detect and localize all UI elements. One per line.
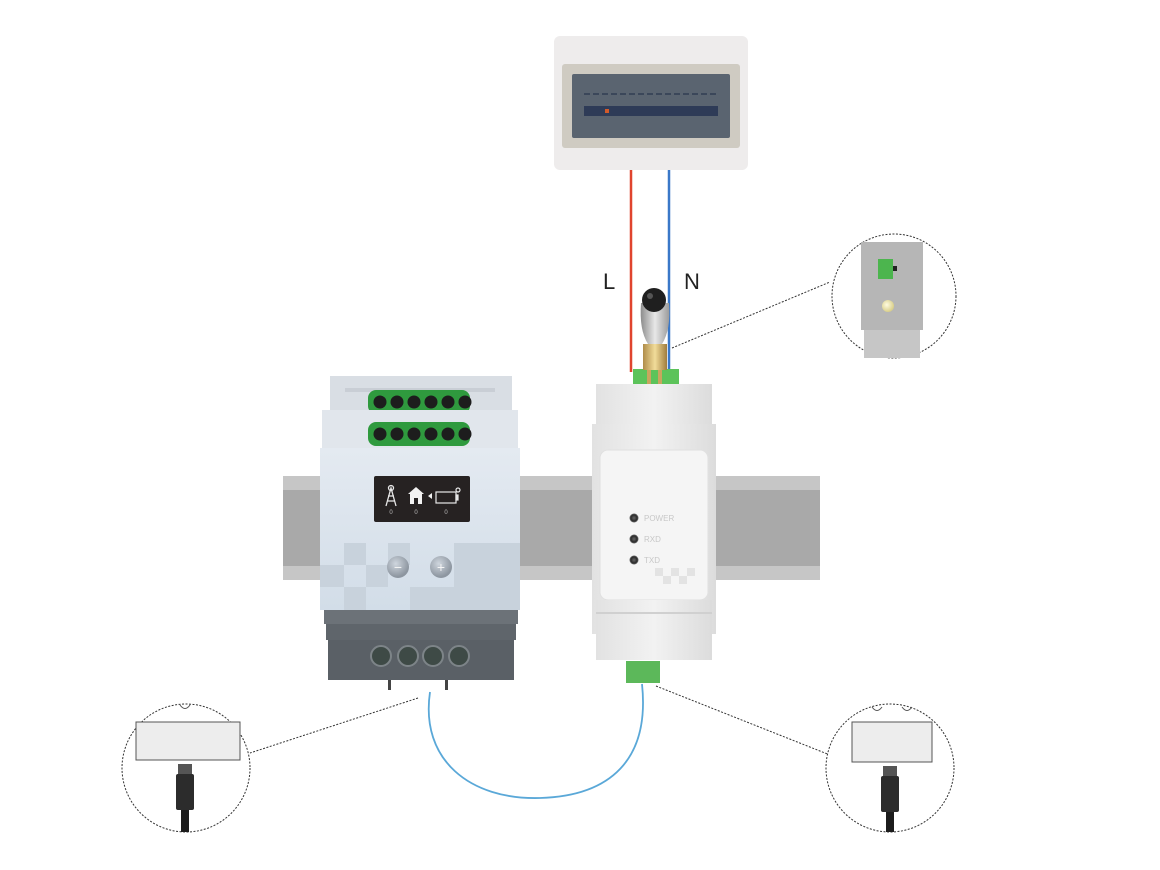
live-label: L [603,269,615,294]
antenna [640,288,670,384]
callout-leaders [249,281,831,756]
meter-rj45-port [626,661,660,683]
communication-cable [427,683,644,799]
inverter: 0 0 0 − + [320,376,520,690]
inverter-rj45-detail [121,703,251,833]
distribution-box [554,36,748,170]
svg-text:RXD: RXD [644,535,661,544]
grid-value: 0 [389,510,393,516]
led-rxd: RXD [629,534,661,544]
antenna-port-detail [831,233,957,359]
house-icon [408,487,432,504]
led-power: POWER [629,513,674,523]
cable-glands [370,645,470,667]
led-txd: TXD [629,555,660,565]
svg-text:TXD: TXD [644,556,660,565]
svg-text:+: + [437,559,445,575]
meter-module: POWER RXD TXD [592,369,716,683]
meter-rj45-detail [825,703,955,833]
svg-text:POWER: POWER [644,514,674,523]
power-wires [629,170,671,372]
minus-button[interactable]: − [387,556,409,578]
breaker-row [584,93,718,116]
battery-icon [435,487,461,504]
neutral-label: N [684,269,700,294]
grid-tower-icon [385,484,397,507]
load-value: 0 [414,510,418,516]
terminal-block-top [373,395,472,409]
plus-button[interactable]: + [430,556,452,578]
terminal-block-bottom [373,427,472,441]
battery-value: 0 [444,510,448,516]
svg-text:−: − [394,559,402,575]
